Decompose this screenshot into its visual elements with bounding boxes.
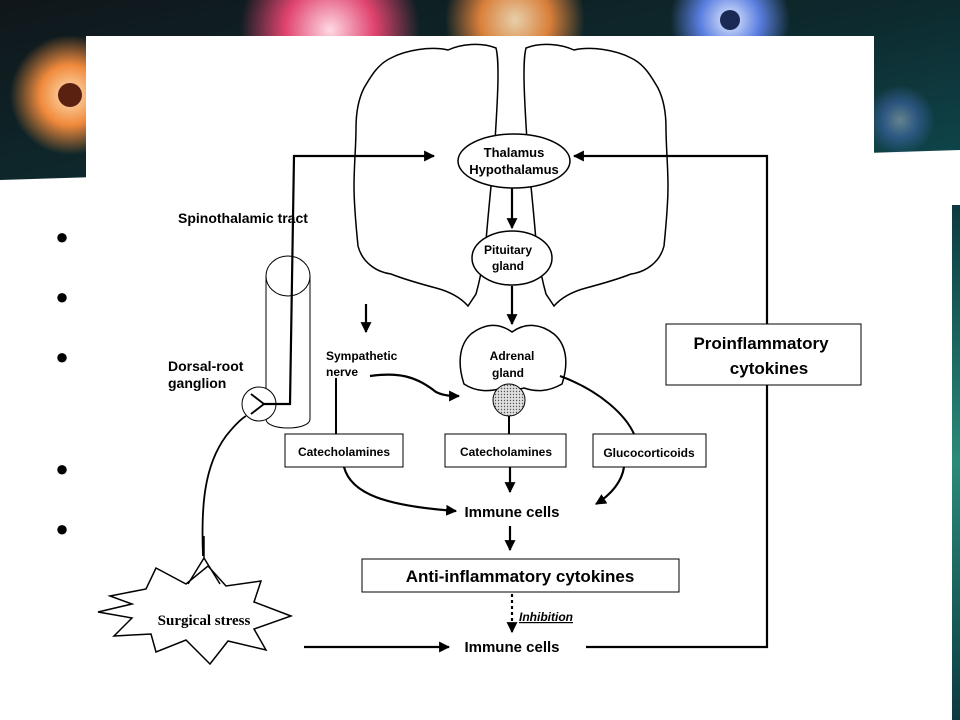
bullet-icon: ● bbox=[55, 224, 69, 249]
thalamus-label: Thalamus bbox=[484, 145, 545, 160]
ganglion-label: ganglion bbox=[168, 375, 226, 391]
proinflammatory-label: Proinflammatory bbox=[693, 334, 829, 353]
immune-cells-top-label: Immune cells bbox=[464, 504, 559, 521]
anti-inflammatory-box bbox=[361, 558, 680, 593]
sympathetic-label: Sympathetic bbox=[326, 349, 398, 363]
bullet-icon: ● bbox=[55, 344, 69, 369]
decorative-edge bbox=[952, 205, 960, 720]
surgical-stress-label: Surgical stress bbox=[158, 613, 251, 629]
spinothalamic-label: Spinothalamic tract bbox=[178, 210, 308, 226]
pituitary-node bbox=[471, 230, 553, 286]
bullet-icon: ● bbox=[55, 284, 69, 309]
inhibition-label: Inhibition bbox=[519, 610, 573, 624]
cytokines-label: cytokines bbox=[730, 359, 808, 378]
bullet-list: ● ● ● ● ● bbox=[55, 222, 85, 552]
bullet-icon: ● bbox=[55, 516, 69, 541]
catecholamines-left-box bbox=[284, 433, 404, 468]
glucocorticoids-label: Glucocorticoids bbox=[603, 446, 695, 460]
pituitary-label: Pituitary bbox=[484, 243, 532, 257]
catecholamines-center-label: Catecholamines bbox=[460, 445, 552, 459]
thalamus-node bbox=[457, 133, 571, 189]
adrenal-gland-label: gland bbox=[492, 366, 524, 380]
glucocorticoids-box bbox=[592, 433, 707, 468]
spinal-cord-top bbox=[265, 255, 311, 297]
catecholamines-center-box bbox=[444, 433, 567, 468]
surgical-stress-burst bbox=[97, 564, 294, 666]
nerve-label: nerve bbox=[326, 365, 358, 379]
stress-response-diagram: Thalamus Hypothalamus Pituitary gland Ad… bbox=[86, 36, 874, 710]
anti-inflammatory-label: Anti-inflammatory cytokines bbox=[406, 567, 635, 586]
pituitary-gland-label: gland bbox=[492, 259, 524, 273]
adrenal-medulla bbox=[492, 383, 526, 417]
immune-cells-bottom-label: Immune cells bbox=[464, 639, 559, 656]
hypothalamus-label: Hypothalamus bbox=[469, 162, 559, 177]
adrenal-label: Adrenal bbox=[490, 349, 535, 363]
bullet-icon: ● bbox=[55, 456, 69, 481]
catecholamines-left-label: Catecholamines bbox=[298, 445, 390, 459]
proinflammatory-box bbox=[665, 323, 862, 386]
dorsal-root-label: Dorsal-root bbox=[168, 358, 244, 374]
